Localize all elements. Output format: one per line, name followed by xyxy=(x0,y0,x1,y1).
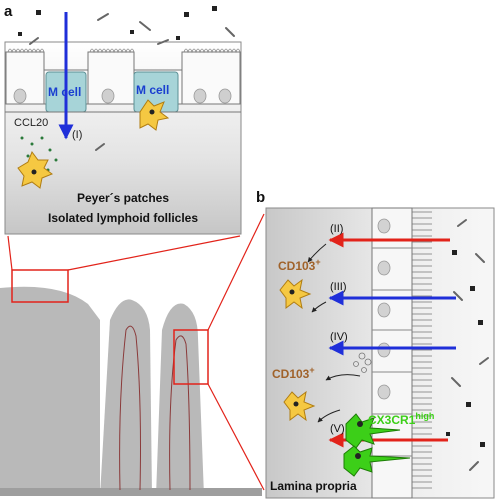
panel-b: b xyxy=(256,189,495,499)
panel-a: M cell M cell CCL20 (I) P xyxy=(4,3,242,235)
microvilli-a xyxy=(7,48,241,54)
route-iv-label: (IV) xyxy=(330,331,348,343)
ccl20-label: CCL20 xyxy=(14,117,48,129)
cd103-dc-2 xyxy=(283,390,316,422)
route-i-label: (I) xyxy=(72,129,82,141)
handoff-arrow-4 xyxy=(317,409,341,423)
mac-nucleus-1 xyxy=(357,421,363,427)
nuclei-a xyxy=(13,88,232,104)
bacteria-a xyxy=(29,13,235,151)
dome-tissue xyxy=(0,286,100,496)
brush-border-b xyxy=(412,211,432,489)
zoom-box-a xyxy=(11,269,69,303)
handoff-arrow-1 xyxy=(307,243,327,263)
dc-nucleus-1 xyxy=(149,109,155,115)
luminal-antigens-b xyxy=(446,250,485,447)
villus-2 xyxy=(156,303,204,496)
villus-1 xyxy=(100,299,152,496)
zoom-box-b xyxy=(173,329,209,385)
mac-nucleus-2 xyxy=(355,453,361,459)
epithelium-b xyxy=(371,207,413,499)
dc-nucleus-3 xyxy=(289,289,295,295)
cd103-dc-1 xyxy=(279,278,312,310)
cx3cr1-label: CX3CR1high xyxy=(368,411,434,427)
ccl20-dots xyxy=(20,136,58,172)
route-ii-label: (II) xyxy=(330,223,343,235)
dc-nucleus-2 xyxy=(31,169,37,175)
tissue-overview xyxy=(0,213,265,496)
capillaries xyxy=(119,325,191,491)
tissue-base xyxy=(0,488,262,496)
vesicles xyxy=(353,352,372,373)
handoff-arrow-3 xyxy=(325,374,361,381)
panel-a-caption-2: Isolated lymphoid follicles xyxy=(48,211,198,225)
nuclei-b xyxy=(377,218,391,400)
route-iii-label: (III) xyxy=(330,281,347,293)
panel-a-caption-1: Peyer´s patches xyxy=(77,191,169,205)
handoff-arrow-2 xyxy=(311,301,327,313)
panel-a-letter: a xyxy=(4,3,13,20)
cd103-label-1: CD103+ xyxy=(278,257,321,273)
dc-nucleus-4 xyxy=(293,401,299,407)
panel-b-letter: b xyxy=(256,189,265,206)
cx3cr1-cell-2 xyxy=(343,445,411,477)
m-cell-label-2: M cell xyxy=(136,83,169,97)
luminal-antigens-a xyxy=(18,6,217,40)
lamina-propria-label: Lamina propria xyxy=(270,479,357,493)
zoom-lines xyxy=(7,213,265,491)
route-v-label: (V) xyxy=(330,423,345,435)
dendritic-cell-pocket xyxy=(139,99,170,131)
bacteria-b xyxy=(451,219,489,471)
cd103-label-2: CD103+ xyxy=(272,365,315,381)
